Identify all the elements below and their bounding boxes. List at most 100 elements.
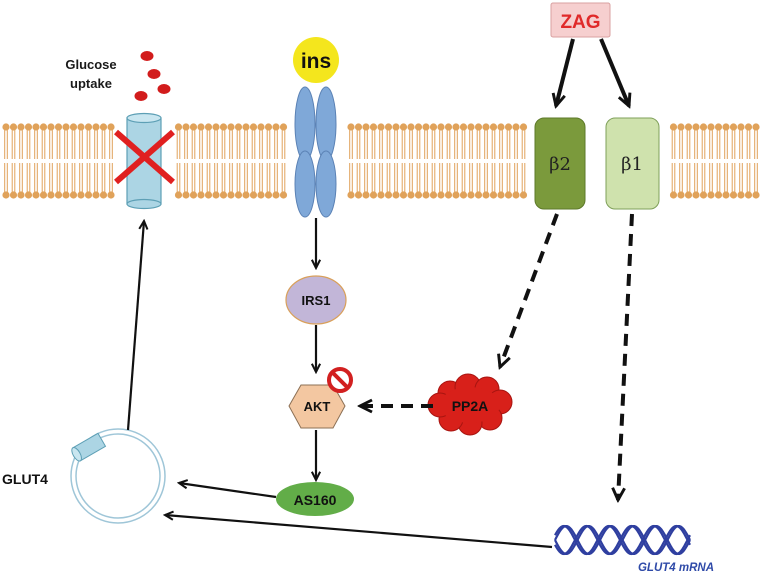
lipid-head <box>32 191 40 199</box>
lipid-head <box>219 123 228 131</box>
lipid-head <box>2 123 10 131</box>
lipid-head <box>227 191 235 199</box>
lipid-head <box>69 123 78 131</box>
lipid-head <box>444 123 453 131</box>
lipid-head <box>519 191 528 199</box>
zag-node: ZAG <box>550 2 611 38</box>
lipid-head <box>699 191 708 199</box>
lipid-head <box>752 123 760 131</box>
beta1-receptor: β1 <box>605 117 660 210</box>
lipid-head <box>24 191 33 199</box>
lipid-head <box>744 191 753 199</box>
beta1-label: β1 <box>621 154 643 175</box>
lipid-head <box>189 191 198 199</box>
glut4-mrna-label: GLUT4 mRNA <box>638 562 714 574</box>
lipid-head <box>414 123 423 131</box>
lipid-head <box>384 123 393 131</box>
prohibition-icon <box>327 367 353 393</box>
lipid-head <box>347 123 355 131</box>
beta2-receptor: β2 <box>534 117 586 210</box>
lipid-head <box>707 191 715 199</box>
lipid-head <box>437 191 445 199</box>
lipid-head <box>212 191 220 199</box>
beta2-label: β2 <box>549 154 571 175</box>
lipid-head <box>669 123 678 131</box>
lipid-head <box>459 123 468 131</box>
akt-label: AKT <box>304 399 331 414</box>
lipid-head <box>39 123 48 131</box>
lipid-head <box>684 191 693 199</box>
lipid-head <box>467 191 475 199</box>
lipid-head <box>212 123 220 131</box>
lipid-head <box>39 191 48 199</box>
lipid-head <box>84 191 93 199</box>
lipid-head <box>707 123 715 131</box>
akt-node: AKT <box>288 384 346 429</box>
lipid-head <box>392 191 400 199</box>
lipid-head <box>729 191 738 199</box>
glut4-label: GLUT4 <box>2 471 48 487</box>
lipid-head <box>279 191 288 199</box>
cell-membrane <box>2 123 760 199</box>
lipid-head <box>47 191 55 199</box>
lipid-head <box>227 123 235 131</box>
lipid-head <box>437 123 445 131</box>
glucose-dot <box>157 84 171 94</box>
lipid-head <box>489 123 498 131</box>
lipid-head <box>77 191 85 199</box>
lipid-head <box>174 191 183 199</box>
lipid-head <box>174 123 183 131</box>
lipid-head <box>9 123 18 131</box>
lipid-head <box>99 123 108 131</box>
lipid-head <box>482 123 490 131</box>
lipid-head <box>429 191 438 199</box>
ins-label: ins <box>301 50 331 73</box>
lipid-head <box>744 123 753 131</box>
lipid-head <box>279 123 288 131</box>
lipid-head <box>512 123 520 131</box>
lipid-head <box>452 191 460 199</box>
lipid-head <box>197 191 205 199</box>
lipid-head <box>249 191 258 199</box>
lipid-head <box>684 123 693 131</box>
glut4-vesicle <box>70 428 166 524</box>
lipid-head <box>452 123 460 131</box>
lipid-head <box>504 123 513 131</box>
lipid-head <box>714 123 723 131</box>
lipid-head <box>422 123 430 131</box>
lipid-head <box>197 123 205 131</box>
arrow-beta2-pp2a <box>500 213 559 367</box>
lipid-head <box>234 123 243 131</box>
lipid-head <box>234 191 243 199</box>
lipid-head <box>407 123 415 131</box>
lipid-head <box>474 123 483 131</box>
lipid-head <box>474 191 483 199</box>
arrow-beta1-mrna <box>618 213 634 500</box>
insulin-receptor <box>294 86 337 218</box>
lipid-head <box>362 191 370 199</box>
lipid-head <box>497 123 505 131</box>
lipid-head <box>677 191 685 199</box>
arrow-vesicle-membrane <box>126 221 144 431</box>
dna-strand <box>554 524 691 556</box>
lipid-head <box>354 123 363 131</box>
lipid-head <box>729 123 738 131</box>
lipid-head <box>692 123 700 131</box>
lipid-head <box>2 191 10 199</box>
lipid-head <box>399 191 408 199</box>
lipid-head <box>459 191 468 199</box>
lipid-head <box>242 123 250 131</box>
insulin-node: ins <box>293 37 339 83</box>
arrow-zag-beta2 <box>556 38 575 106</box>
glucose-dot <box>134 91 148 101</box>
lipid-head <box>369 191 378 199</box>
arrow-zag-beta1 <box>599 38 629 106</box>
lipid-head <box>467 123 475 131</box>
lipid-head <box>377 191 385 199</box>
lipid-head <box>722 191 730 199</box>
lipid-head <box>24 123 33 131</box>
lipid-head <box>242 191 250 199</box>
glucose-dot <box>147 69 161 79</box>
pp2a-node: PP2A <box>427 373 513 436</box>
